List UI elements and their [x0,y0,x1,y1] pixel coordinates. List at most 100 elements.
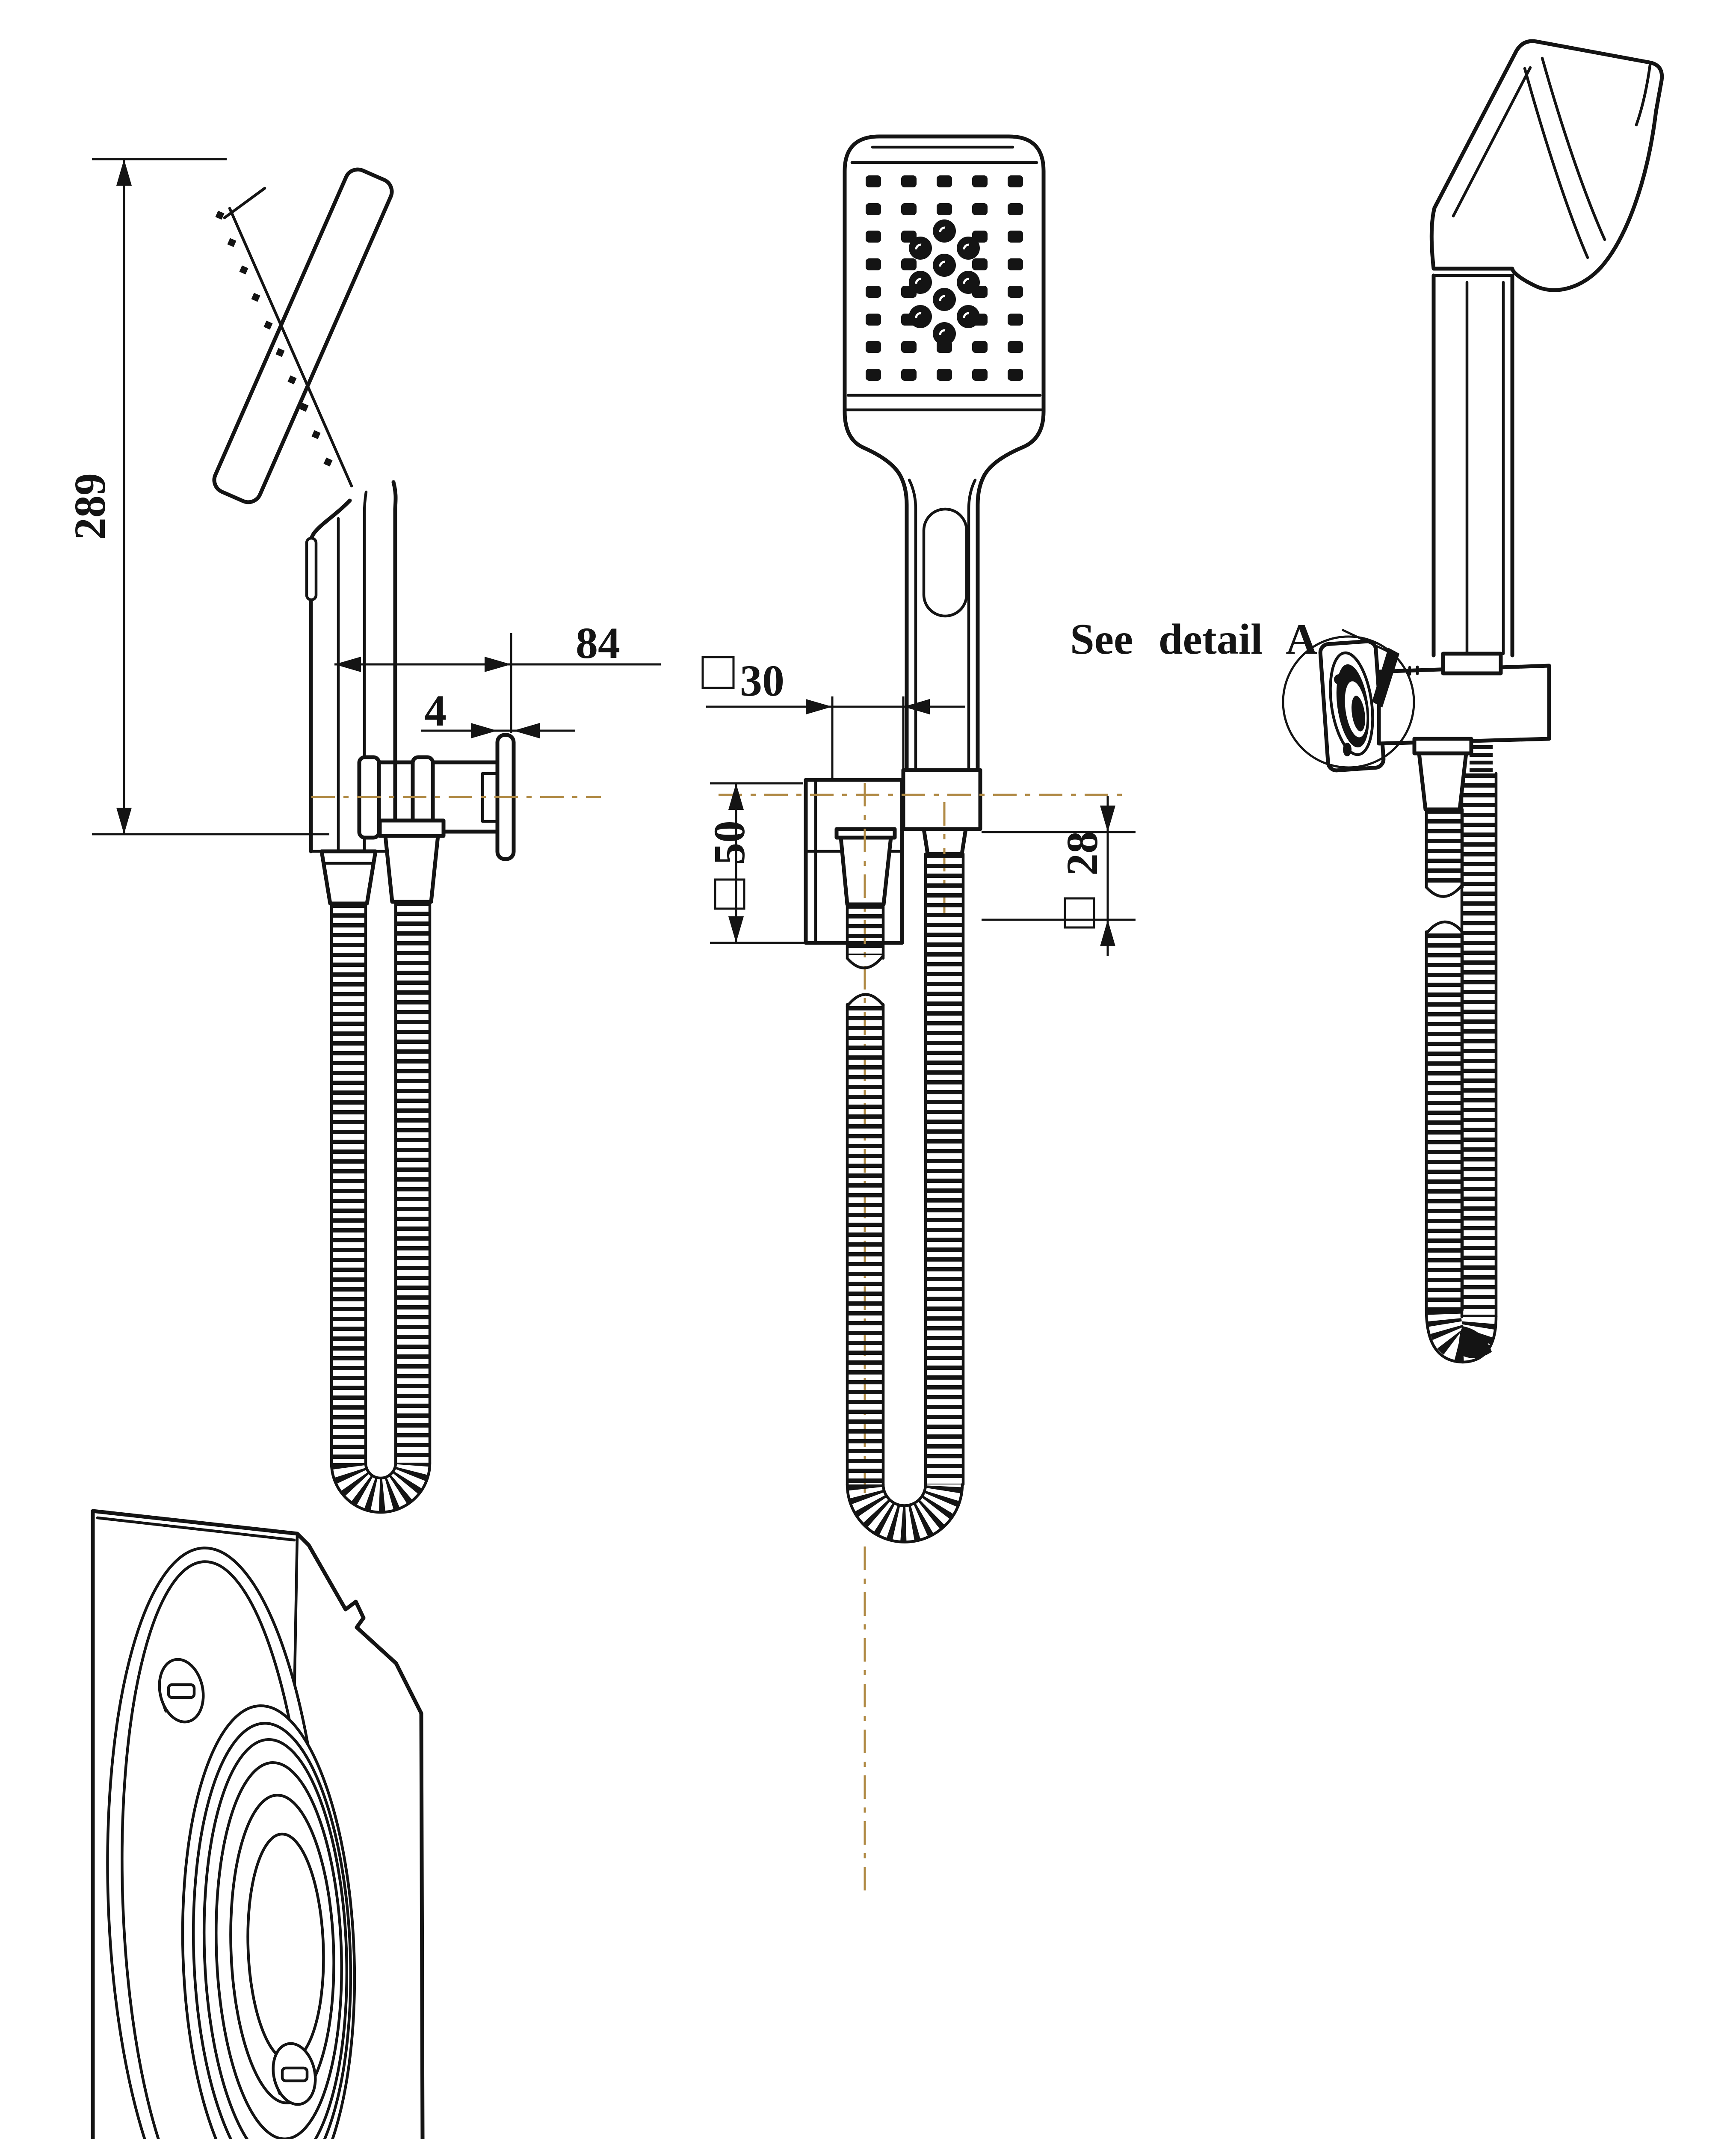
back-view: See detail A [1070,39,1664,1364]
shower-head-side [212,167,394,504]
hose-bend-rungs [331,1462,430,1512]
dim-50-label: 50 [705,821,754,865]
dim-4-label: 4 [424,686,447,735]
nozzle-square [972,258,988,270]
shower-head-front [843,134,1046,772]
nozzle-square [866,369,881,381]
hose-bend-inner [881,1483,927,1507]
nozzle-grid [866,175,1023,381]
nozzle-circle-highlight [963,243,970,250]
hose-bend-outer [330,1461,432,1514]
dim-50: 50 [705,782,843,944]
hose-bend-inner [364,1461,397,1480]
arrow-left [334,657,361,672]
side-view: 289 84 4 [65,158,661,1514]
neck-inner-left [908,478,917,772]
nozzle-square [972,175,988,187]
head-cap-line [1635,63,1652,127]
nozzle-circle-highlight [939,295,946,301]
boss-hole [1352,696,1365,732]
detail-circle [1282,635,1415,769]
elbow-block [901,768,982,831]
nozzle-square [901,341,917,353]
nozzle-square [901,258,917,270]
spray-tick [215,210,225,220]
nozzle-square [1008,231,1023,243]
nozzle-square [972,203,988,215]
spray-tick [323,457,333,467]
nozzle-square [1008,258,1023,270]
nozzle-square [1008,369,1023,381]
spray-tick [251,293,260,302]
nozzle-circle-highlight [939,329,946,335]
handle-collar [319,849,378,906]
handle-right-edge [391,480,398,853]
head-inner-left [1452,66,1532,218]
callout-arrow [1372,648,1399,708]
hose-front-view [846,852,965,1544]
arrow-right [471,723,497,738]
dim-84-label: 84 [576,619,620,668]
nozzle-square [866,341,881,353]
handle-side-button [305,536,318,601]
square-symbol [701,656,735,689]
nozzle-circle [909,271,932,294]
dim-30-label: 30 [740,656,784,705]
spray-tick [227,238,237,247]
dim-30: 30 [701,656,965,778]
nozzle-square [937,369,952,381]
nozzle-square [866,231,881,243]
spray-tick [239,265,248,275]
callout-leader [1341,628,1392,654]
neck-inner-right [967,478,977,772]
nozzle-square [866,314,881,326]
nozzle-circle-highlight [939,226,946,233]
hose-front-run [1425,808,1498,1364]
hose-bend-outer [846,1483,964,1544]
screw-bottom-slot [281,2066,309,2083]
spray-tick [299,403,309,412]
arrow-up [728,783,744,810]
plate-screw-dot [1334,674,1344,684]
spray-tick [287,375,297,385]
nozzle-circle [933,254,956,277]
nozzle-circle-highlight [939,261,946,267]
outlet-cone [1417,751,1468,812]
dim-84: 84 [334,619,661,733]
cone-collar [1412,737,1473,755]
shower-head-back [1429,39,1664,292]
nozzle-circle-highlight [915,312,922,318]
nozzle-circle [933,322,956,345]
holder-box [1377,664,1551,746]
head-inner-mid [1523,67,1589,259]
nozzle-circle [957,271,980,294]
nozzle-square [937,175,952,187]
plate-lower-mark [1343,743,1352,756]
square-symbol [1064,897,1095,929]
dim-289-label: 289 [65,473,115,540]
handle-inner-line-1 [363,490,368,853]
nozzle-circle [957,305,980,328]
screw-top-slot [167,1683,196,1699]
hose-bend-rungs [847,1484,962,1542]
nozzle-square [901,175,917,187]
spray-tick [311,430,321,439]
hose-bend-outer [1425,1308,1498,1364]
hose-back-view [1460,772,1498,1318]
arrow-down [728,916,744,943]
detail-view: Detail A 1. 500 [91,1509,425,2139]
spray-nozzle-ticks [215,210,333,467]
spray-tick [275,348,285,357]
hose-break-lower [1425,920,1464,935]
see-detail-label: See detail A [1070,615,1317,664]
hose-break-upper [846,954,885,969]
head-inner-right [1541,56,1606,241]
square-symbol [714,878,745,910]
nozzle-square [866,258,881,270]
hose-break-upper [1425,883,1464,898]
arrow-up [1100,920,1115,946]
head-cap-line [223,187,266,219]
front-view: 30 50 28 [701,134,1136,1891]
hose-side-view [330,900,432,1514]
